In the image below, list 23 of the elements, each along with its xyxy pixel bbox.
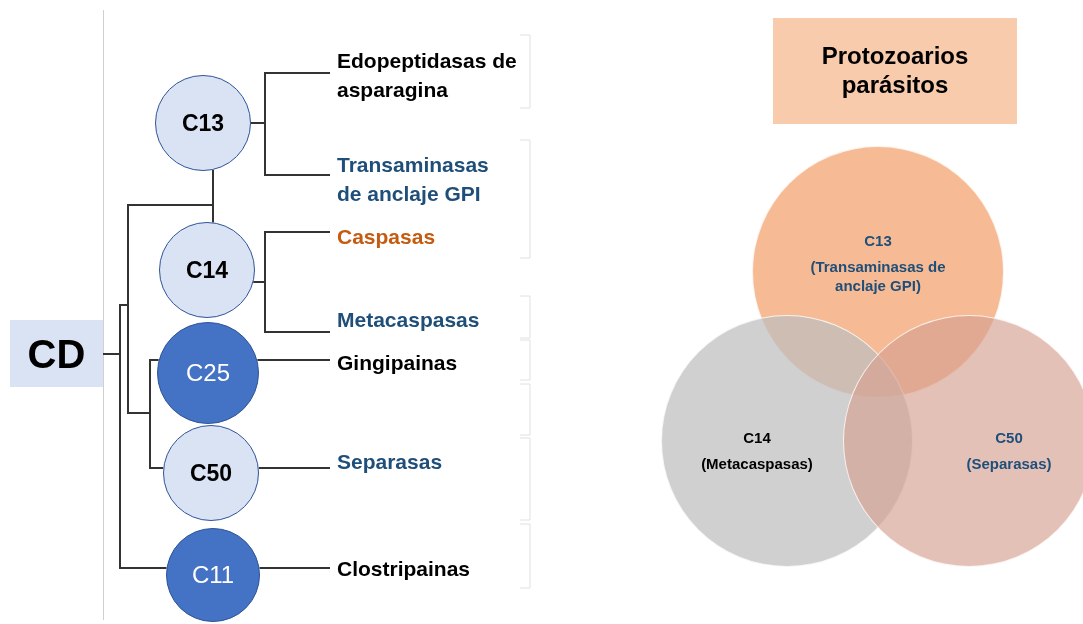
enzyme-label: Caspasas: [330, 222, 518, 251]
venn-heading: C50: [995, 428, 1023, 448]
venn-heading: C14: [743, 428, 771, 448]
venn-text: (Metacaspasas): [701, 453, 813, 473]
venn-heading: C13: [864, 231, 892, 251]
family-circle: C14: [159, 222, 255, 318]
title-box: Protozoarios parásitos: [773, 18, 1017, 124]
family-circle: C13: [155, 75, 251, 171]
tree-branch-line: [257, 467, 331, 469]
family-circle: C25: [157, 322, 259, 424]
venn-text: (Separasas): [966, 453, 1052, 473]
family-circle: C11: [166, 528, 260, 622]
tree-branch-line: [256, 359, 331, 361]
enzyme-label: Metacaspasas: [330, 305, 518, 334]
enzyme-label: Edopeptidasas de asparagina: [330, 46, 518, 104]
venn-text: (Transaminasas de anclaje GPI): [809, 256, 947, 296]
enzyme-label: Transaminasas de anclaje GPI: [330, 148, 518, 210]
family-circle: C50: [163, 425, 259, 521]
enzyme-label: Separasas: [330, 447, 518, 476]
label-box: CD: [10, 320, 103, 387]
enzyme-label: Gingipainas: [330, 348, 518, 377]
tree-branch-line: [258, 567, 331, 569]
enzyme-label: Clostripainas: [330, 554, 518, 583]
